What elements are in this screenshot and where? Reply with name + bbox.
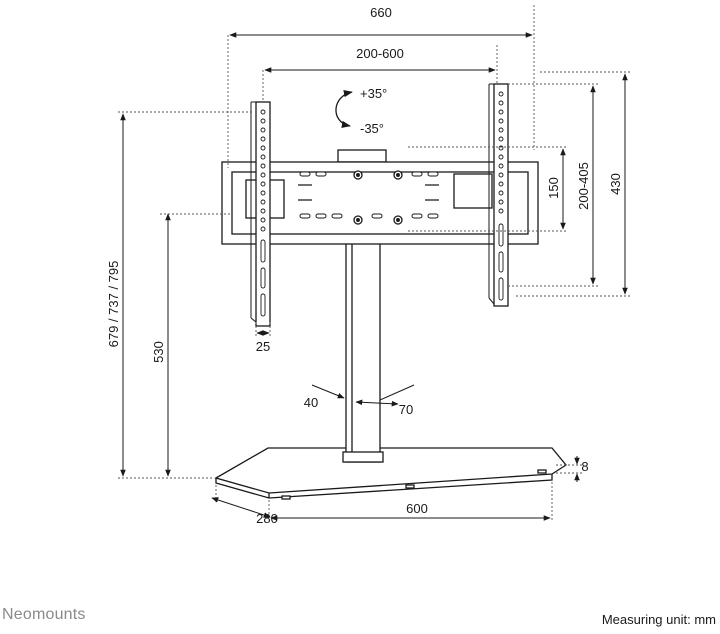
dim-label-8: 8	[581, 459, 588, 474]
dimension-lines	[118, 5, 630, 522]
dim-label-200-405: 200-405	[576, 162, 591, 210]
measuring-unit-note: Measuring unit: mm	[601, 612, 716, 627]
dim-label-430: 430	[608, 173, 623, 195]
dim-label-25: 25	[256, 339, 270, 354]
base-plate	[214, 447, 567, 500]
dim-label-600: 600	[406, 501, 428, 516]
dim-label-530: 530	[151, 341, 166, 363]
dim-label-660: 660	[370, 5, 392, 20]
mounting-plate	[221, 149, 539, 245]
arm-holes	[260, 91, 504, 317]
left-vesa-arm	[250, 101, 271, 327]
dim-label-70: 70	[399, 402, 413, 417]
plate-slots	[299, 171, 439, 219]
dim-label-40: 40	[304, 395, 318, 410]
dim-label-200-600: 200-600	[356, 46, 404, 61]
brand-logo-text: Neomounts	[2, 606, 86, 623]
dim-label-150: 150	[546, 177, 561, 199]
dim-label-280: 280	[256, 511, 278, 526]
dim-label-tilt-up: +35°	[360, 86, 387, 101]
tilt-arrow-icon	[335, 90, 353, 128]
dim-label-tilt-down: -35°	[360, 121, 384, 136]
dim-label-overall-height: 679 / 737 / 795	[106, 261, 121, 348]
stand-column	[342, 239, 384, 463]
